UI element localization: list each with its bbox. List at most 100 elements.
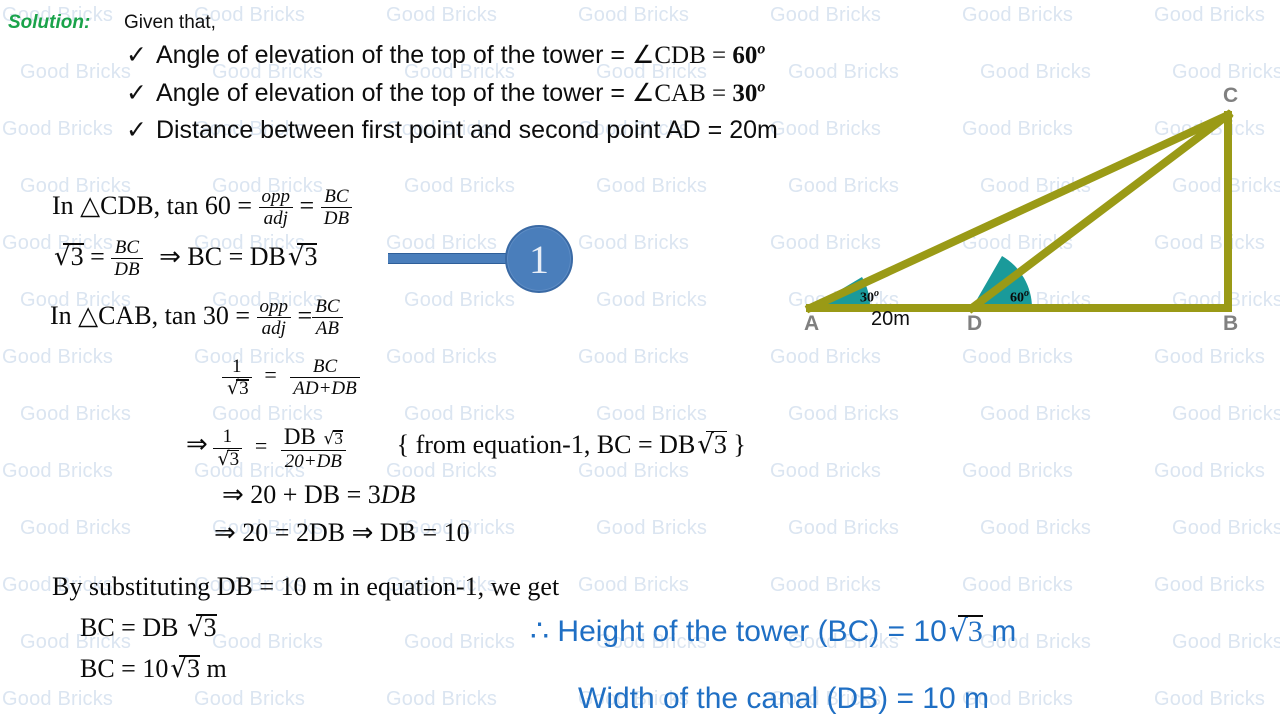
fraction-denominator: AB: [315, 318, 339, 340]
triangle-diagram: A D B C 30o 60o 20m: [780, 60, 1280, 350]
angle-label-30: 30o: [860, 288, 879, 306]
equation-line-5: ⇒ 1 √3 = DB √3 20+DB { from equation-1, …: [186, 424, 746, 473]
square-root-3: √3: [170, 654, 200, 684]
equals-sign: =: [291, 301, 313, 331]
fraction-numerator: BC: [111, 237, 143, 260]
vertex-label-b: B: [1223, 312, 1239, 335]
degree-symbol: o: [757, 78, 766, 96]
fraction-denominator: √3: [222, 377, 252, 400]
equals-sign: =: [254, 432, 273, 458]
equals-sign: =: [705, 80, 733, 107]
check-icon: ✓: [126, 40, 147, 69]
list-item: ✓ Angle of elevation of the top of the t…: [126, 78, 778, 112]
vertex-label-a: A: [804, 312, 820, 335]
solution-label: Solution:: [8, 12, 91, 33]
fraction-numerator: opp: [258, 186, 294, 209]
fraction-numerator: 1: [222, 356, 252, 379]
equation-callout-line: [388, 253, 513, 264]
equals-sign: =: [83, 242, 112, 272]
fraction-dbroot3-over-20plusdb: DB √3 20+DB: [280, 424, 346, 473]
angle-value: 60o: [732, 40, 766, 69]
degree-symbol: o: [1024, 288, 1029, 299]
equation-line-6: ⇒ 20 + DB = 3DB: [222, 480, 415, 510]
fraction-numerator: BC: [312, 296, 343, 319]
square-root-3: √3: [697, 429, 727, 460]
conclusion-width: Width of the canal (DB) = 10 m: [578, 682, 990, 715]
db-term: DB: [249, 242, 286, 272]
fraction-denominator: DB: [323, 208, 350, 230]
db-term: DB: [380, 480, 416, 509]
fraction-denominator: 20+DB: [284, 450, 342, 472]
fraction-one-over-root3: 1 √3: [212, 426, 243, 471]
conclusion-height: ∴ Height of the tower (BC) = 10√3 m: [530, 614, 1017, 649]
equation-6-text: ⇒ 20 + DB = 3: [222, 480, 381, 509]
list-item: ✓ Angle of elevation of the top of the t…: [126, 40, 778, 74]
fraction-denominator: adj: [263, 208, 288, 230]
check-icon: ✓: [126, 115, 147, 144]
angle-value: 30o: [732, 78, 766, 107]
square-root-3: √3: [948, 614, 983, 649]
equals-sign: =: [264, 362, 283, 388]
fraction-numerator: DB √3: [280, 424, 346, 451]
degree-symbol: o: [757, 40, 766, 58]
fraction-bc-over-ad-db: BC AD+DB: [290, 356, 360, 400]
fraction-numerator: BC: [290, 356, 360, 379]
angle-name: ∠CAB: [631, 80, 706, 107]
angle-name: ∠CDB: [631, 42, 706, 69]
equation-1-note: { from equation-1, BC = DB√3 }: [396, 429, 746, 460]
equation-number-badge: 1: [505, 225, 573, 293]
equals-sign: =: [293, 191, 321, 221]
equation-line-1: In △CDB, tan 60 = opp adj = BC DB: [52, 186, 353, 230]
square-root-3: √3: [323, 429, 343, 449]
equation-number-label: 1: [529, 236, 549, 282]
bullet-text: Angle of elevation of the top of the tow…: [156, 78, 765, 108]
check-icon: ✓: [126, 78, 147, 107]
fraction-denominator: AD+DB: [293, 378, 357, 400]
fraction-bc-ab: BC AB: [312, 296, 343, 340]
fraction-bc-db: BC DB: [111, 237, 143, 281]
square-root-3: √3: [186, 613, 217, 643]
fraction-numerator: BC: [320, 186, 353, 209]
vertex-label-d: D: [967, 312, 983, 335]
implies-arrow: ⇒: [159, 242, 181, 272]
bc-equation-line-1: BC = DB √3: [80, 613, 217, 643]
fraction-one-over-root3: 1 √3: [222, 356, 252, 400]
implies-arrow: ⇒: [186, 429, 208, 459]
equation-line-4: 1 √3 = BC AD+DB: [222, 356, 360, 400]
bullet-text: Distance between first point and second …: [155, 116, 778, 144]
fraction-denominator: DB: [114, 259, 140, 281]
equals-sign: =: [222, 242, 250, 272]
fraction-numerator: opp: [256, 296, 292, 319]
equation-1-prefix: In △CDB, tan 60 =: [52, 191, 259, 221]
given-that-label: Given that,: [124, 12, 216, 33]
equation-line-7: ⇒ 20 = 2DB ⇒ DB = 10: [214, 518, 470, 547]
given-bullet-list: ✓ Angle of elevation of the top of the t…: [126, 40, 778, 154]
square-root-3: √3: [227, 377, 249, 400]
segment-dc: [966, 109, 1234, 314]
bc-term: BC: [187, 242, 223, 272]
substitution-line: By substituting DB = 10 m in equation-1,…: [52, 572, 560, 601]
bullet-text: Angle of elevation of the top of the tow…: [156, 40, 765, 70]
dimension-label-ad: 20m: [871, 308, 910, 330]
equals-sign: =: [705, 42, 733, 69]
equation-3-prefix: In △CAB, tan 30 =: [50, 301, 257, 331]
fraction-opp-adj: opp adj: [258, 186, 294, 230]
degree-symbol: o: [874, 288, 879, 299]
segment-ac: [804, 109, 1234, 314]
fraction-denominator: adj: [261, 318, 286, 340]
angle-label-60: 60o: [1010, 288, 1029, 306]
fraction-opp-adj: opp adj: [256, 296, 292, 340]
vertex-label-c: C: [1223, 84, 1239, 107]
equation-line-2: √3 = BC DB ⇒ BC = DB√3: [52, 237, 318, 281]
square-root-3: √3: [54, 242, 84, 273]
bc-equation-line-2: BC = 10√3 m: [80, 654, 227, 684]
square-root-3: √3: [217, 447, 240, 470]
fraction-bc-db: BC DB: [320, 186, 353, 230]
fraction-denominator: √3: [213, 447, 243, 471]
equation-line-3: In △CAB, tan 30 = opp adj = BC AB: [50, 296, 343, 340]
bullet-prefix: Angle of elevation of the top of the tow…: [155, 79, 632, 107]
square-root-3: √3: [287, 242, 318, 273]
triangle-svg: [804, 109, 1234, 314]
